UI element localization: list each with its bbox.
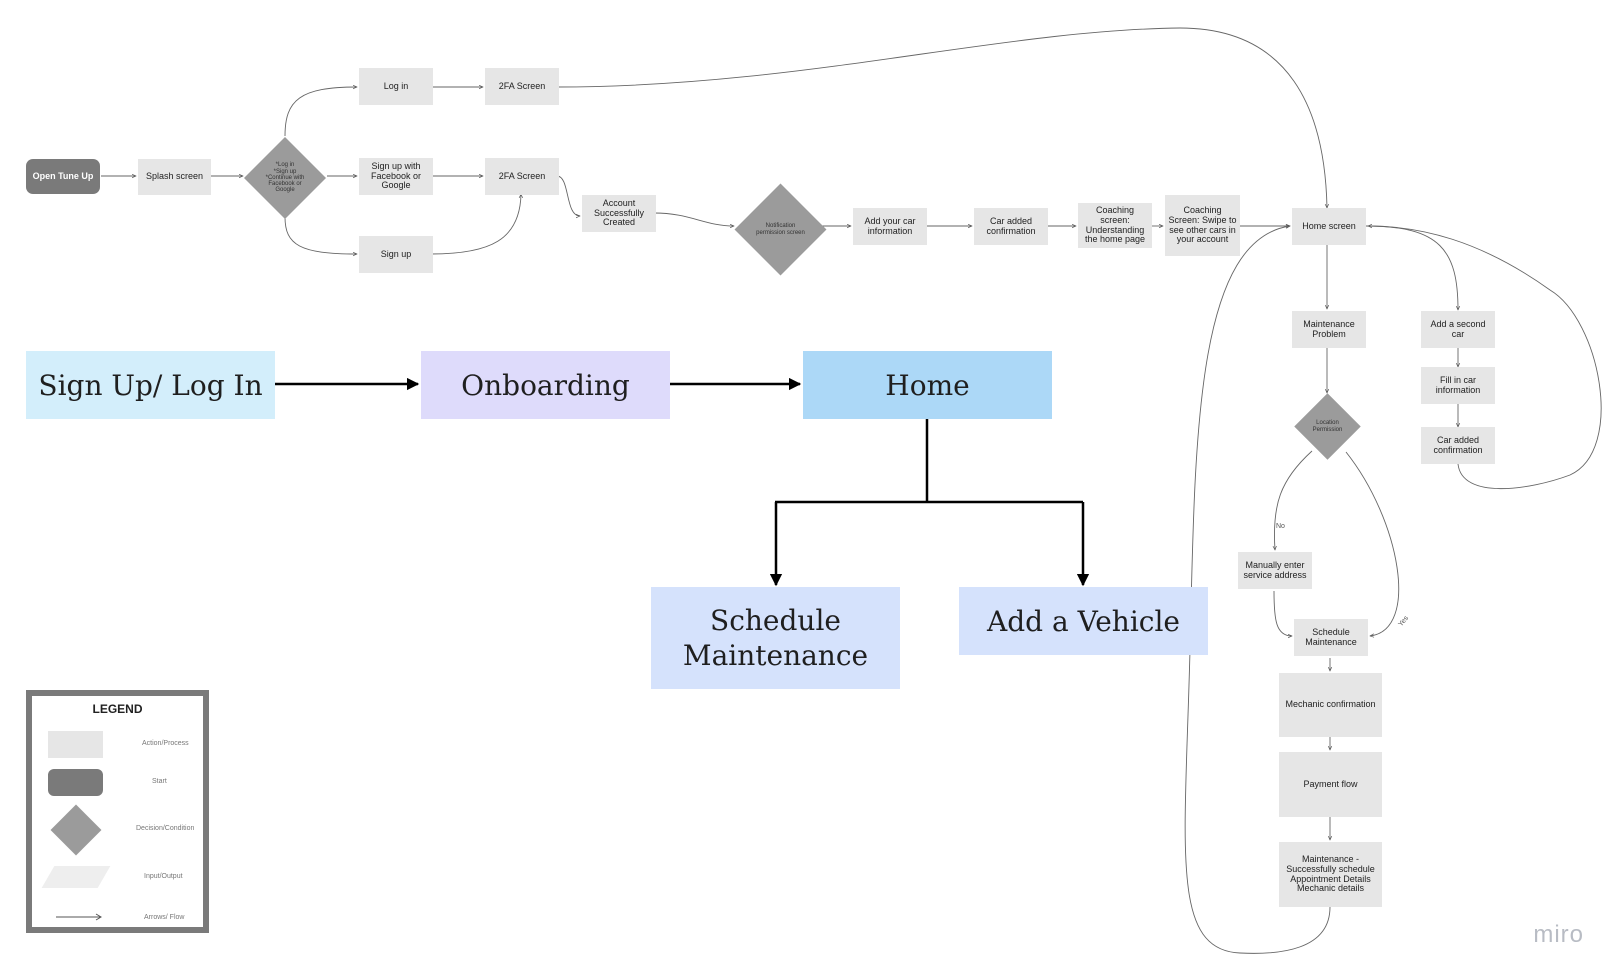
- node-splash-screen[interactable]: Splash screen: [138, 159, 211, 195]
- node-sign-up-social[interactable]: Sign up with Facebook or Google: [359, 158, 433, 195]
- overview-onboarding[interactable]: Onboarding: [421, 351, 670, 419]
- node-maintenance-problem[interactable]: Maintenance Problem: [1292, 311, 1366, 348]
- node-notification-permission-label: Notification permission screen: [756, 223, 805, 236]
- node-maintenance-success[interactable]: Maintenance - Successfully schedule Appo…: [1279, 842, 1382, 907]
- node-2fa-screen-2[interactable]: 2FA Screen: [485, 158, 559, 195]
- node-fill-car-info[interactable]: Fill in car information: [1421, 367, 1495, 404]
- node-add-second-car[interactable]: Add a second car: [1421, 311, 1495, 348]
- edge-decision-signup: [284, 216, 357, 254]
- node-sign-up[interactable]: Sign up: [359, 236, 433, 273]
- legend-action-swatch: [48, 731, 103, 758]
- legend-arrow-swatch: [56, 913, 102, 921]
- legend-decision-label: Decision/Condition: [136, 825, 195, 832]
- edge-location-manual: [1274, 450, 1313, 550]
- node-home-screen[interactable]: Home screen: [1292, 208, 1366, 245]
- legend-start-swatch: [48, 769, 103, 796]
- node-manual-address[interactable]: Manually enter service address: [1238, 552, 1312, 589]
- node-car-added-confirmation-2[interactable]: Car added confirmation: [1421, 427, 1495, 464]
- legend-io-swatch: [41, 866, 111, 888]
- node-account-created[interactable]: Account Successfully Created: [582, 195, 656, 232]
- overview-home[interactable]: Home: [803, 351, 1052, 419]
- node-auth-decision-label: *Log in *Sign up *Continue with Facebook…: [265, 162, 305, 194]
- node-open-tune-up[interactable]: Open Tune Up: [26, 159, 100, 194]
- legend-start-label: Start: [152, 778, 167, 785]
- legend-action-label: Action/Process: [142, 740, 189, 747]
- edge-2fa2-account: [556, 175, 580, 216]
- miro-logo: miro: [1533, 921, 1584, 948]
- overview-add-vehicle[interactable]: Add a Vehicle: [959, 587, 1208, 655]
- node-payment-flow[interactable]: Payment flow: [1279, 752, 1382, 817]
- edge-home-addsecond: [1365, 225, 1458, 310]
- edge-location-schedule: [1345, 451, 1400, 636]
- edge-success-home-loop: [1184, 226, 1331, 954]
- node-mechanic-confirmation[interactable]: Mechanic confirmation: [1279, 673, 1382, 737]
- edge-account-notification: [653, 212, 734, 226]
- node-add-car-info[interactable]: Add your car information: [853, 208, 927, 245]
- legend-title: LEGEND: [92, 702, 143, 716]
- edge-2fa1-home: [556, 27, 1327, 208]
- edge-decision-login: [284, 87, 357, 137]
- node-log-in[interactable]: Log in: [359, 68, 433, 105]
- edge-manual-schedule: [1273, 590, 1292, 636]
- overview-schedule-maintenance[interactable]: Schedule Maintenance: [651, 587, 900, 689]
- node-coaching-home[interactable]: Coaching screen: Understanding the home …: [1078, 203, 1152, 248]
- edge-label-no: No: [1276, 523, 1285, 530]
- node-coaching-swipe[interactable]: Coaching Screen: Swipe to see other cars…: [1165, 195, 1240, 256]
- legend-decision-swatch: [50, 804, 102, 856]
- legend: LEGEND Action/Process Start Decision/Con…: [26, 690, 209, 933]
- node-schedule-maintenance[interactable]: Schedule Maintenance: [1294, 619, 1368, 656]
- node-2fa-screen-1[interactable]: 2FA Screen: [485, 68, 559, 105]
- legend-arrows-label: Arrows/ Flow: [144, 914, 185, 921]
- overview-signup-login[interactable]: Sign Up/ Log In: [26, 351, 275, 419]
- node-car-added-confirmation-1[interactable]: Car added confirmation: [974, 208, 1048, 245]
- node-location-permission-label: Location Permission: [1312, 420, 1343, 433]
- edge-signup-2fa: [430, 194, 521, 255]
- edge-caradded2-home-loop: [1368, 226, 1602, 489]
- legend-io-label: Input/Output: [144, 873, 183, 880]
